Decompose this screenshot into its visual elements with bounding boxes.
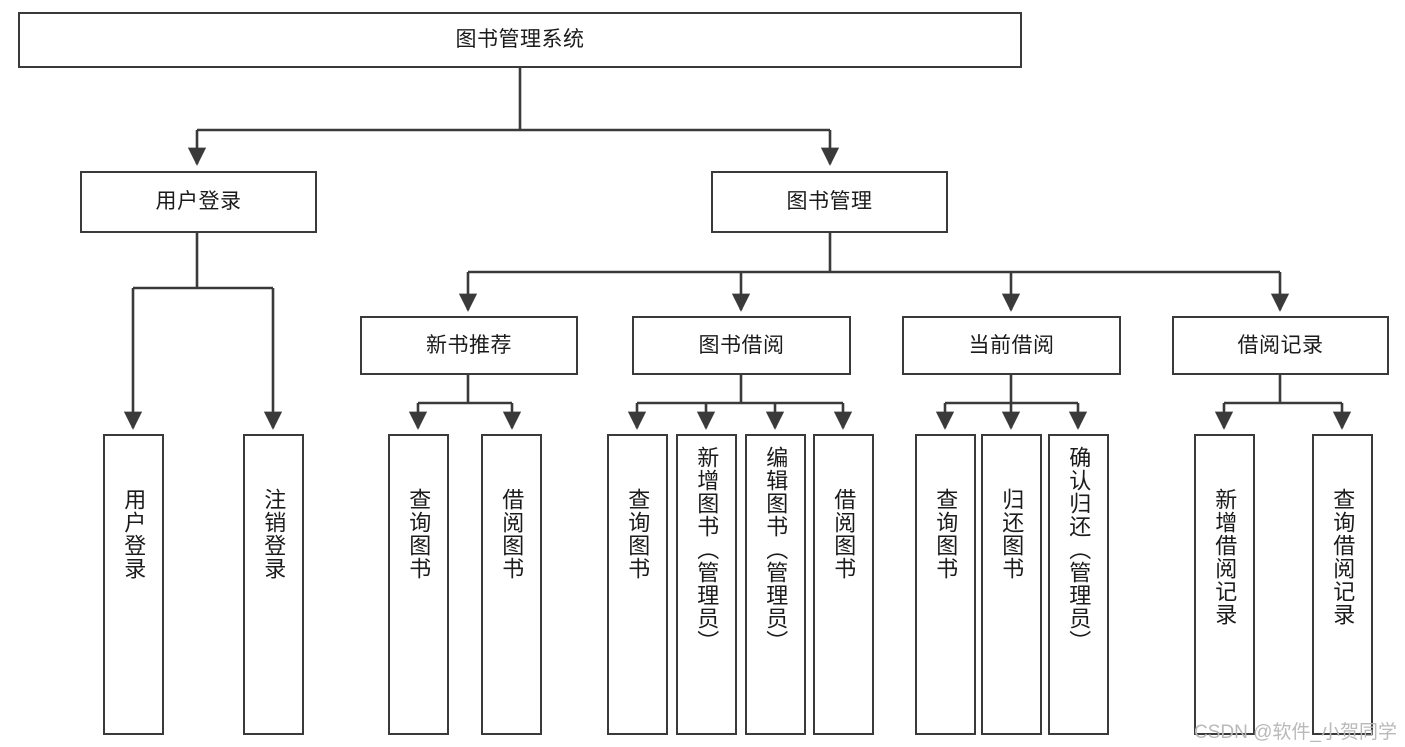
leaf-add-record[interactable]: 新增借阅记录 — [1194, 434, 1255, 735]
node-root[interactable]: 图书管理系统 — [18, 12, 1022, 68]
leaf-query-book-3[interactable]: 查询图书 — [915, 434, 976, 735]
leaf-return-book[interactable]: 归还图书 — [981, 434, 1042, 735]
leaf-borrow-book-2[interactable]: 借阅图书 — [813, 434, 874, 735]
node-book-borrow[interactable]: 图书借阅 — [632, 316, 851, 375]
leaf-query-book-1[interactable]: 查询图书 — [388, 434, 449, 735]
leaf-user-logout-label: 注销登录 — [261, 488, 287, 580]
leaf-borrow-book-1-label: 借阅图书 — [499, 488, 525, 580]
node-borrow-record-label: 借阅记录 — [1237, 333, 1324, 357]
leaf-return-book-label: 归还图书 — [999, 488, 1025, 580]
node-current-borrow-label: 当前借阅 — [968, 333, 1055, 357]
node-current-borrow[interactable]: 当前借阅 — [902, 316, 1121, 375]
leaf-user-logout[interactable]: 注销登录 — [243, 434, 304, 735]
leaf-query-book-3-label: 查询图书 — [933, 488, 959, 580]
leaf-confirm-return-label: 确认归还（管理员） — [1066, 446, 1092, 653]
leaf-add-book-label: 新增图书（管理员） — [694, 446, 720, 653]
node-user-login[interactable]: 用户登录 — [80, 171, 317, 233]
leaf-borrow-book-2-label: 借阅图书 — [831, 488, 857, 580]
leaf-query-book-2[interactable]: 查询图书 — [607, 434, 668, 735]
node-new-book-rec-label: 新书推荐 — [426, 333, 512, 357]
leaf-user-login-label: 用户登录 — [121, 488, 147, 580]
leaf-query-record-label: 查询借阅记录 — [1330, 488, 1356, 626]
leaf-add-book[interactable]: 新增图书（管理员） — [676, 434, 737, 735]
node-book-manage[interactable]: 图书管理 — [711, 171, 948, 233]
leaf-confirm-return[interactable]: 确认归还（管理员） — [1048, 434, 1109, 735]
leaf-query-book-1-label: 查询图书 — [406, 488, 432, 580]
node-user-login-label: 用户登录 — [155, 190, 242, 214]
node-borrow-record[interactable]: 借阅记录 — [1172, 316, 1389, 375]
leaf-query-book-2-label: 查询图书 — [625, 488, 651, 580]
node-root-label: 图书管理系统 — [455, 28, 585, 52]
leaf-edit-book[interactable]: 编辑图书（管理员） — [745, 434, 806, 735]
node-book-manage-label: 图书管理 — [786, 190, 873, 214]
leaf-add-record-label: 新增借阅记录 — [1212, 488, 1238, 626]
leaf-edit-book-label: 编辑图书（管理员） — [763, 446, 789, 653]
node-book-borrow-label: 图书借阅 — [698, 333, 785, 357]
leaf-query-record[interactable]: 查询借阅记录 — [1312, 434, 1373, 735]
leaf-borrow-book-1[interactable]: 借阅图书 — [481, 434, 542, 735]
node-new-book-rec[interactable]: 新书推荐 — [360, 316, 578, 375]
leaf-user-login[interactable]: 用户登录 — [103, 434, 164, 735]
